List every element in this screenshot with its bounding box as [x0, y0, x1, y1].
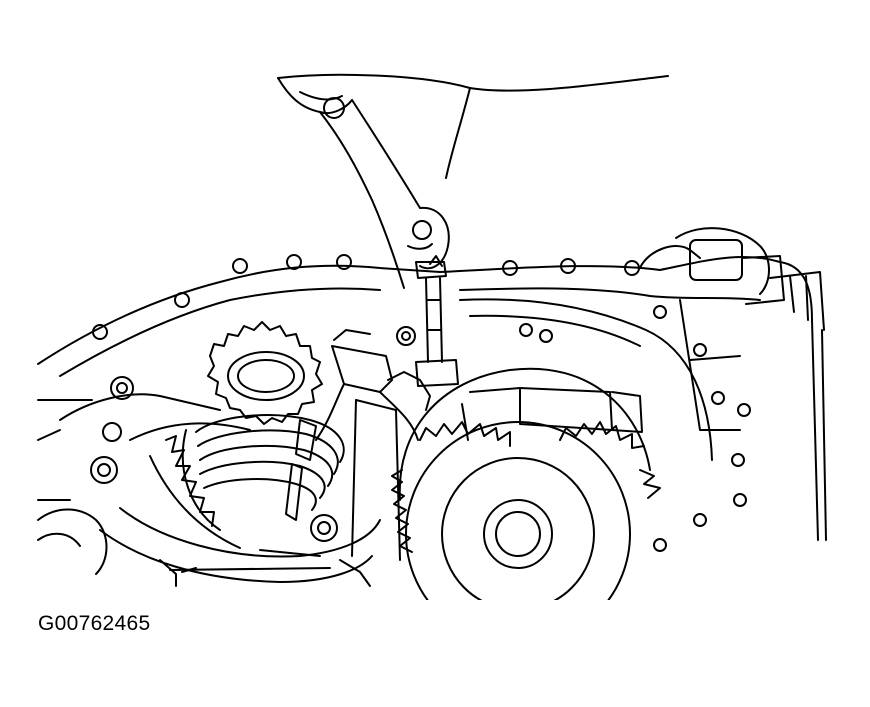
case-outline	[38, 228, 826, 540]
output-gear	[392, 369, 660, 600]
bolts	[91, 327, 415, 541]
figure-code: G00762465	[38, 612, 151, 635]
hand-outline	[278, 75, 668, 288]
flange-holes	[93, 255, 750, 551]
inner-housing	[460, 299, 740, 460]
pinion-gear	[208, 322, 322, 424]
pick-tool	[416, 256, 458, 386]
transmission-line-drawing	[0, 0, 870, 600]
base-plate	[160, 560, 370, 586]
shift-fork	[286, 330, 430, 560]
ring-gear-stack	[166, 415, 344, 530]
differential	[38, 394, 380, 582]
